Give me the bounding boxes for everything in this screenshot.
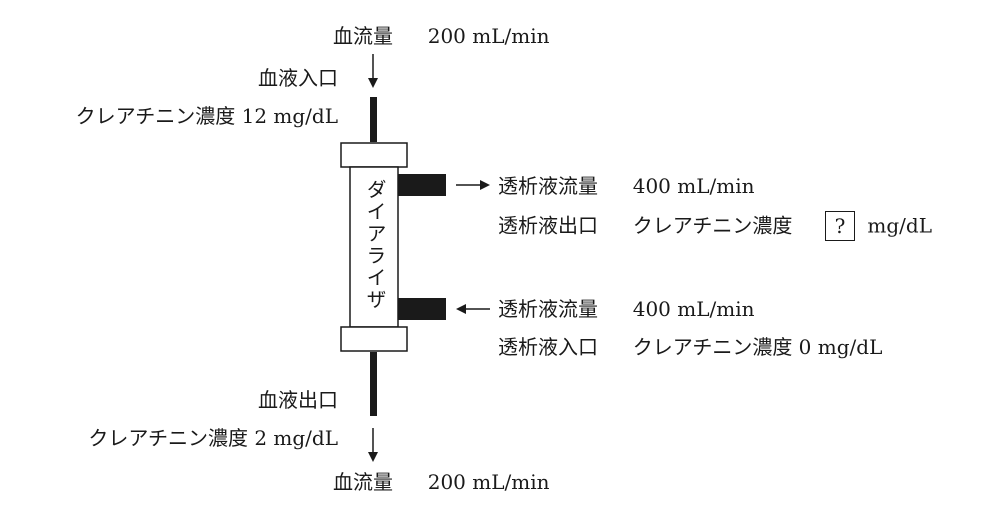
dialyzer-top-cap (340, 142, 408, 168)
blood-outlet-flow-label: 血流量 (333, 470, 393, 494)
dialysate-inlet-flow: 透析液流量 400 mL/min (498, 297, 754, 321)
blood-inlet-flow-value: 200 mL/min (427, 24, 550, 48)
blood-inlet-flow: 血流量 200 mL/min (333, 24, 549, 48)
dialysate-outlet-port (398, 174, 446, 196)
dialysate-outlet-flow: 透析液流量 400 mL/min (498, 174, 754, 198)
blood-inlet-creatinine: クレアチニン濃度 12 mg/dL (75, 104, 338, 128)
blood-outlet-flow: 血流量 200 mL/min (333, 470, 549, 494)
dialysate-outlet-flow-label: 透析液流量 (498, 174, 598, 198)
dialysate-inlet-label: 透析液入口 (498, 335, 598, 359)
dialysate-inlet-creatinine-label: クレアチニン濃度 0 mg/dL (632, 335, 883, 359)
unknown-value-box: ? (825, 211, 856, 241)
blood-outlet-label: 血液出口 (258, 388, 338, 412)
dialysate-inlet-creatinine: 透析液入口 クレアチニン濃度 0 mg/dL (498, 335, 882, 359)
blood-inlet-flow-label: 血流量 (333, 24, 393, 48)
dialysate-inlet-flow-label: 透析液流量 (498, 297, 598, 321)
blood-outlet-flow-value: 200 mL/min (427, 470, 550, 494)
blood-outlet-creatinine: クレアチニン濃度 2 mg/dL (88, 426, 338, 450)
dialyzer-label: ダイアライザ (363, 179, 387, 311)
dialyzer-body (349, 166, 399, 328)
dialysate-outlet-label: 透析液出口 (498, 213, 598, 238)
blood-inlet-tube (370, 97, 377, 142)
dialysate-outlet-creatinine: 透析液出口 クレアチニン濃度 ? mg/dL (498, 211, 932, 242)
blood-inlet-label: 血液入口 (258, 66, 338, 90)
dialysate-outlet-creatinine-label: クレアチニン濃度 (632, 213, 793, 238)
dialysate-inlet-flow-value: 400 mL/min (632, 297, 755, 321)
dialysate-outlet-unit: mg/dL (867, 213, 932, 238)
dialysate-outlet-flow-value: 400 mL/min (632, 174, 755, 198)
dialyzer-bottom-cap (340, 326, 408, 352)
dialysate-inlet-port (398, 298, 446, 320)
blood-outlet-tube (370, 352, 377, 416)
